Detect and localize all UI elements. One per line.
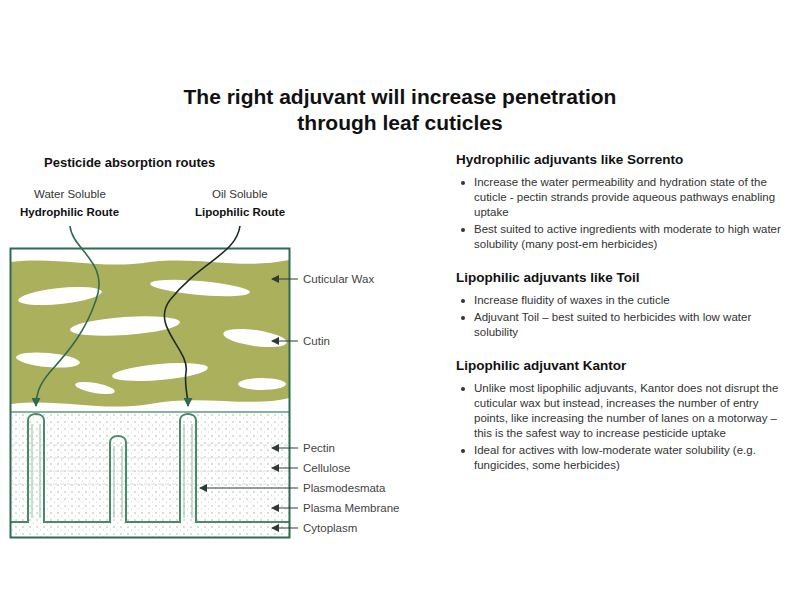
bullet-point: Unlike most lipophilic adjuvants, Kantor…: [474, 381, 792, 441]
cellulose-fibre: [11, 471, 289, 472]
leader-line: [272, 468, 298, 469]
bullet-point: Increase fluidity of waxes in the cuticl…: [474, 293, 792, 308]
bullet-point: Adjuvant Toil – best suited to herbicide…: [474, 310, 792, 340]
cutin-gap: [16, 350, 81, 370]
route-label: Lipophilic Route: [195, 206, 285, 218]
adjuvant-heading: Hydrophilic adjuvants like Sorrento: [456, 152, 792, 167]
cutin-gap: [222, 326, 288, 351]
part-label: Cellulose: [303, 462, 350, 474]
leader-line: [272, 341, 298, 342]
leader-line: [272, 528, 298, 529]
part-label: Cuticular Wax: [303, 273, 374, 285]
cutin-gaps: [16, 277, 288, 397]
part-label: Pectin: [303, 442, 335, 454]
cutin-gap: [111, 360, 208, 384]
adjuvant-column: Hydrophilic adjuvants like SorrentoIncre…: [456, 152, 792, 475]
part-label: Plasmodesmata: [303, 482, 385, 494]
cutin-gap: [74, 380, 115, 397]
cellulose-fibre: [11, 458, 289, 459]
cutin-gap: [150, 277, 251, 300]
lipophilic-route-arrow: [164, 226, 240, 406]
plasma-membrane-pectin-strands: [11, 414, 289, 522]
route-label: Water Soluble: [34, 188, 106, 200]
cell-wall-stipple: [11, 412, 289, 537]
cutin-gap: [238, 378, 286, 390]
cuticular-wax-cutin: [11, 260, 289, 407]
illustration-frame: [11, 249, 290, 538]
part-label: Plasma Membrane: [303, 502, 400, 514]
bullet-point: Ideal for actives with low-moderate wate…: [474, 443, 792, 473]
leader-line: [200, 488, 298, 489]
route-label: Hydrophilic Route: [20, 206, 119, 218]
cuticle-cross-section: [11, 260, 289, 537]
adjuvant-heading: Lipophilic adjuvant Kantor: [456, 358, 792, 373]
diagram-title: The right adjuvant will increase penetra…: [150, 84, 650, 136]
part-label: Cutin: [303, 335, 330, 347]
leader-line: [272, 448, 298, 449]
route-label: Oil Soluble: [212, 188, 268, 200]
adjuvant-heading: Lipophilic adjuvants like Toil: [456, 270, 792, 285]
section-heading: Pesticide absorption routes: [44, 155, 215, 170]
bullet-point: Increase the water permeability and hydr…: [474, 175, 792, 220]
hydrophilic-route-arrow: [36, 226, 99, 406]
part-label: Cytoplasm: [303, 522, 357, 534]
plasmodesmata-channels: [32, 424, 192, 518]
part-leaders: [200, 279, 298, 528]
cellulose-fibre: [11, 445, 289, 446]
leader-line: [272, 508, 298, 509]
cuticle-boundary: [11, 411, 289, 413]
cellulose-fibres: [11, 445, 289, 484]
bullet-point: Best suited to active ingredients with m…: [474, 222, 792, 252]
cutin-gap: [17, 284, 102, 309]
leader-line: [272, 279, 298, 280]
cellulose-fibre: [11, 484, 289, 485]
